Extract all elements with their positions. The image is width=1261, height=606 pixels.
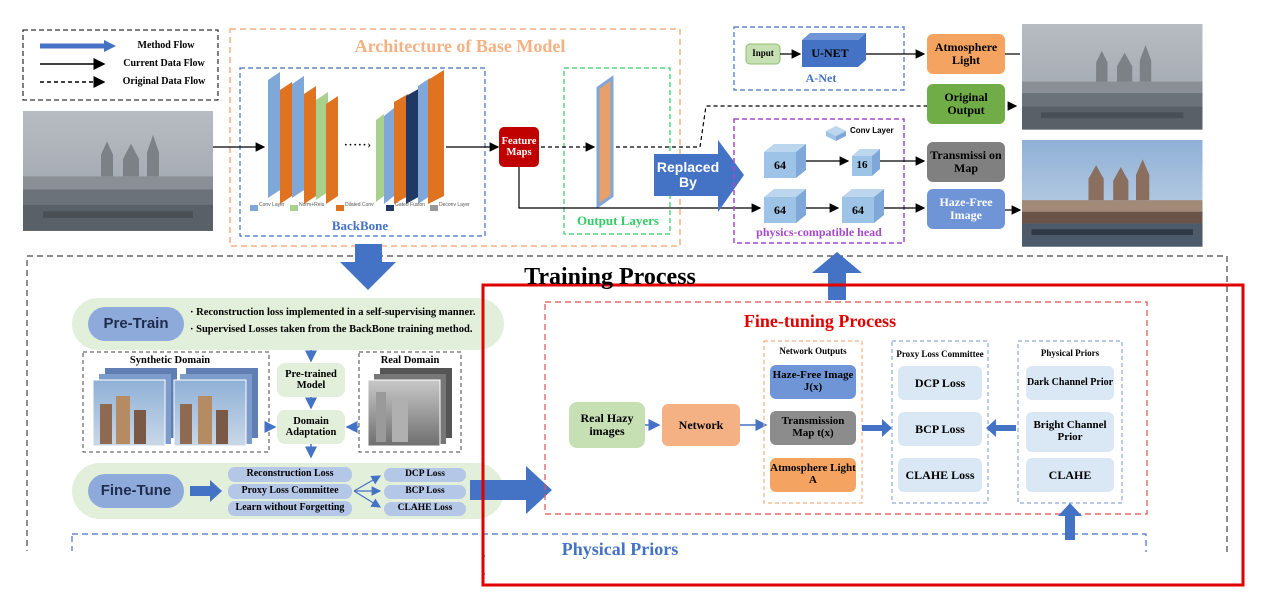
loss-item-clahe: CLAHE Loss [397,503,453,514]
synthetic-images [92,368,258,447]
hazy-input-photo [23,111,213,231]
real-domain-label: Real Domain [380,355,440,367]
cubes [764,144,884,223]
real-hazy-label: Real Hazy images [580,411,634,438]
proxy-dcp: DCP Loss [914,375,966,390]
output-atmosphere: Atmosphere Light A [770,462,856,486]
pretrained-model-label: Pre-trained Model [285,368,337,391]
physics-head-label: physics-compatible head [756,224,882,239]
cube-64-a: 64 [774,157,786,172]
pretrain-bullet-2: · Supervised Losses taken from the BackB… [190,324,473,335]
synthetic-domain-label: Synthetic Domain [129,355,211,367]
legend-original-data-flow: Original Data Flow [122,75,206,87]
replaced-by-arrow [654,140,744,212]
legend-current-data-flow: Current Data Flow [123,57,205,69]
output-haze-free: Haze-Free Image J(x) [772,369,854,393]
finetuning-title: Fine-tuning Process [743,310,897,331]
network-label: Network [678,417,724,432]
original-output-label: Original Output [944,90,988,117]
physical-priors-bottom-label: Physical Priors [561,540,679,559]
proxy-title: Proxy Loss Committee [896,349,984,360]
haze-free-image-box [927,189,1005,229]
haze-free-photo [1022,140,1203,247]
original-output-photo [1022,24,1203,130]
finetune-item-proxy: Proxy Loss Committee [241,485,339,497]
priors-title: Physical Priors [1040,348,1100,359]
haze-free-image-label: Haze-Free Image [939,195,993,222]
training-title: Training Process [524,264,696,291]
backbone-legend-norm: Norm+Relu [299,202,325,208]
backbone-label: BackBone [331,218,389,234]
anet-input: Input [752,48,774,59]
backbone-legend-conv: Conv Layer [259,202,285,208]
anet-label: A-Net [805,70,837,85]
feature-maps-box [499,127,539,167]
down-arrow [340,244,396,290]
proxy-bcp: BCP Loss [915,421,965,436]
real-hazy-box [569,402,645,448]
pretrain-label: Pre-Train [103,315,169,333]
finetune-item-lwf: Learn without Forgetting [235,502,345,514]
transmission-map-box [927,142,1005,182]
anet-box [733,26,905,91]
network-box [662,404,740,446]
backbone-dots: ·····› [343,139,372,152]
atmosphere-light-box [927,34,1005,74]
prior-bright-channel: Bright Channel Prior [1033,419,1107,443]
pretrain-bullet-1: · Reconstruction loss implemented in a s… [190,307,476,318]
backbone-box [239,67,486,237]
pretrain-band [72,298,504,350]
priors-up-arrow [1058,503,1082,540]
cube-16: 16 [856,159,868,172]
replaced-by-label: Replaced By [656,159,720,190]
legend-method-flow: Method Flow [137,39,195,51]
cube-64-b: 64 [774,202,786,217]
proxy-clahe: CLAHE Loss [905,467,975,482]
finetuning-box [544,301,1148,515]
finetune-label: Fine-Tune [100,482,172,500]
prior-dark-channel: Dark Channel Prior [1026,376,1114,388]
network-outputs-box [763,340,863,504]
output-layers-label: Output Layers [577,213,659,229]
to-finetuning-arrow [470,466,552,514]
output-transmission: Transmission Map t(x) [781,415,845,439]
transmission-map-label: Transmissi on Map [930,148,1002,175]
unet-label: U-NET [811,46,849,61]
atmosphere-light-label: Atmosphere Light [934,40,998,67]
output-layers-box [563,67,671,235]
finetune-item-reconstruction: Reconstruction Loss [246,468,334,480]
prior-clahe: CLAHE [1048,467,1092,482]
loss-item-dcp: DCP Loss [405,469,445,480]
conv-layer-legend: Conv Layer [850,126,894,135]
backbone-legend-gated: Gated Fusion [395,202,426,208]
architecture-title: Architecture of Base Model [354,35,566,56]
feature-maps-label: Feature Maps [501,135,537,158]
cube-64-c: 64 [852,202,864,217]
physics-head-box [733,118,905,244]
conv-layer-legend-cube [826,126,846,141]
pretrain-pill [88,307,184,341]
architecture-box [229,28,681,247]
domain-adaptation-box [277,410,345,444]
network-outputs-title: Network Outputs [779,346,847,357]
loss-item-bcp: BCP Loss [405,486,445,497]
real-domain-images [367,368,452,447]
backbone-layers [268,70,444,204]
original-output-box [927,84,1005,124]
legend-box [22,29,219,101]
finetune-pill [88,474,184,508]
red-highlight-box [481,283,1245,587]
backbone-legend-deconv: Deconv Layer [439,202,470,208]
pretrained-model-box [277,363,345,397]
up-arrow [812,252,862,300]
domain-adaptation-label: Domain Adaptation [285,415,337,438]
backbone-legend-dilated: Dilated Conv [345,202,374,208]
proxy-committee-box [891,340,989,504]
